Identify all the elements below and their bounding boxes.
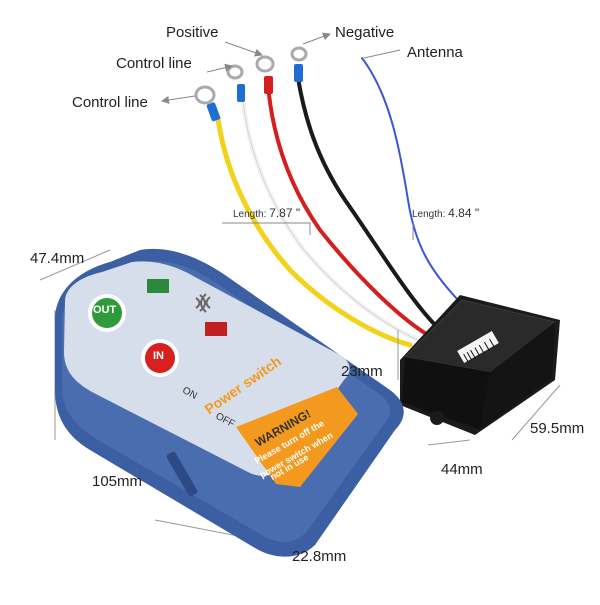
wires (215, 57, 459, 348)
red-connector (255, 55, 275, 94)
receiver-unit (400, 295, 560, 435)
antenna-length-prefix: Length: (412, 209, 446, 220)
remote-control (55, 248, 404, 557)
wire-length-value: 7.87 " (269, 206, 301, 220)
out-button: OUT (93, 304, 117, 316)
remote-width-dimension: 47.4mm (30, 250, 85, 267)
antenna-wire (361, 57, 459, 301)
black-connector (290, 46, 308, 82)
wire-length-label: Length: 7.87 " (233, 206, 300, 220)
positive-label: Positive (166, 24, 219, 41)
control-line-label-2: Control line (72, 94, 148, 111)
wire-length-prefix: Length: (233, 209, 267, 220)
remote-thickness-dimension: 22.8mm (292, 548, 347, 565)
white-connector (226, 64, 245, 102)
control-line-label-1: Control line (116, 55, 192, 72)
yellow-wire (215, 115, 413, 348)
remote-length-dimension: 105mm (92, 473, 143, 490)
antenna-length-value: 4.84 " (448, 206, 480, 220)
black-wire (296, 76, 440, 330)
label-pointers (161, 32, 414, 240)
receiver-length-dimension: 59.5mm (530, 420, 585, 437)
yellow-connector (194, 85, 221, 122)
receiver-width-dimension: 44mm (441, 461, 483, 478)
antenna-label: Antenna (407, 44, 463, 61)
in-button: IN (153, 350, 164, 362)
negative-label: Negative (335, 24, 395, 41)
white-wire-outline (242, 99, 419, 341)
antenna-length-label: Length: 4.84 " (412, 206, 479, 220)
connectors (194, 46, 308, 122)
red-wire (266, 83, 430, 337)
receiver-height-dimension: 23mm (341, 363, 383, 380)
